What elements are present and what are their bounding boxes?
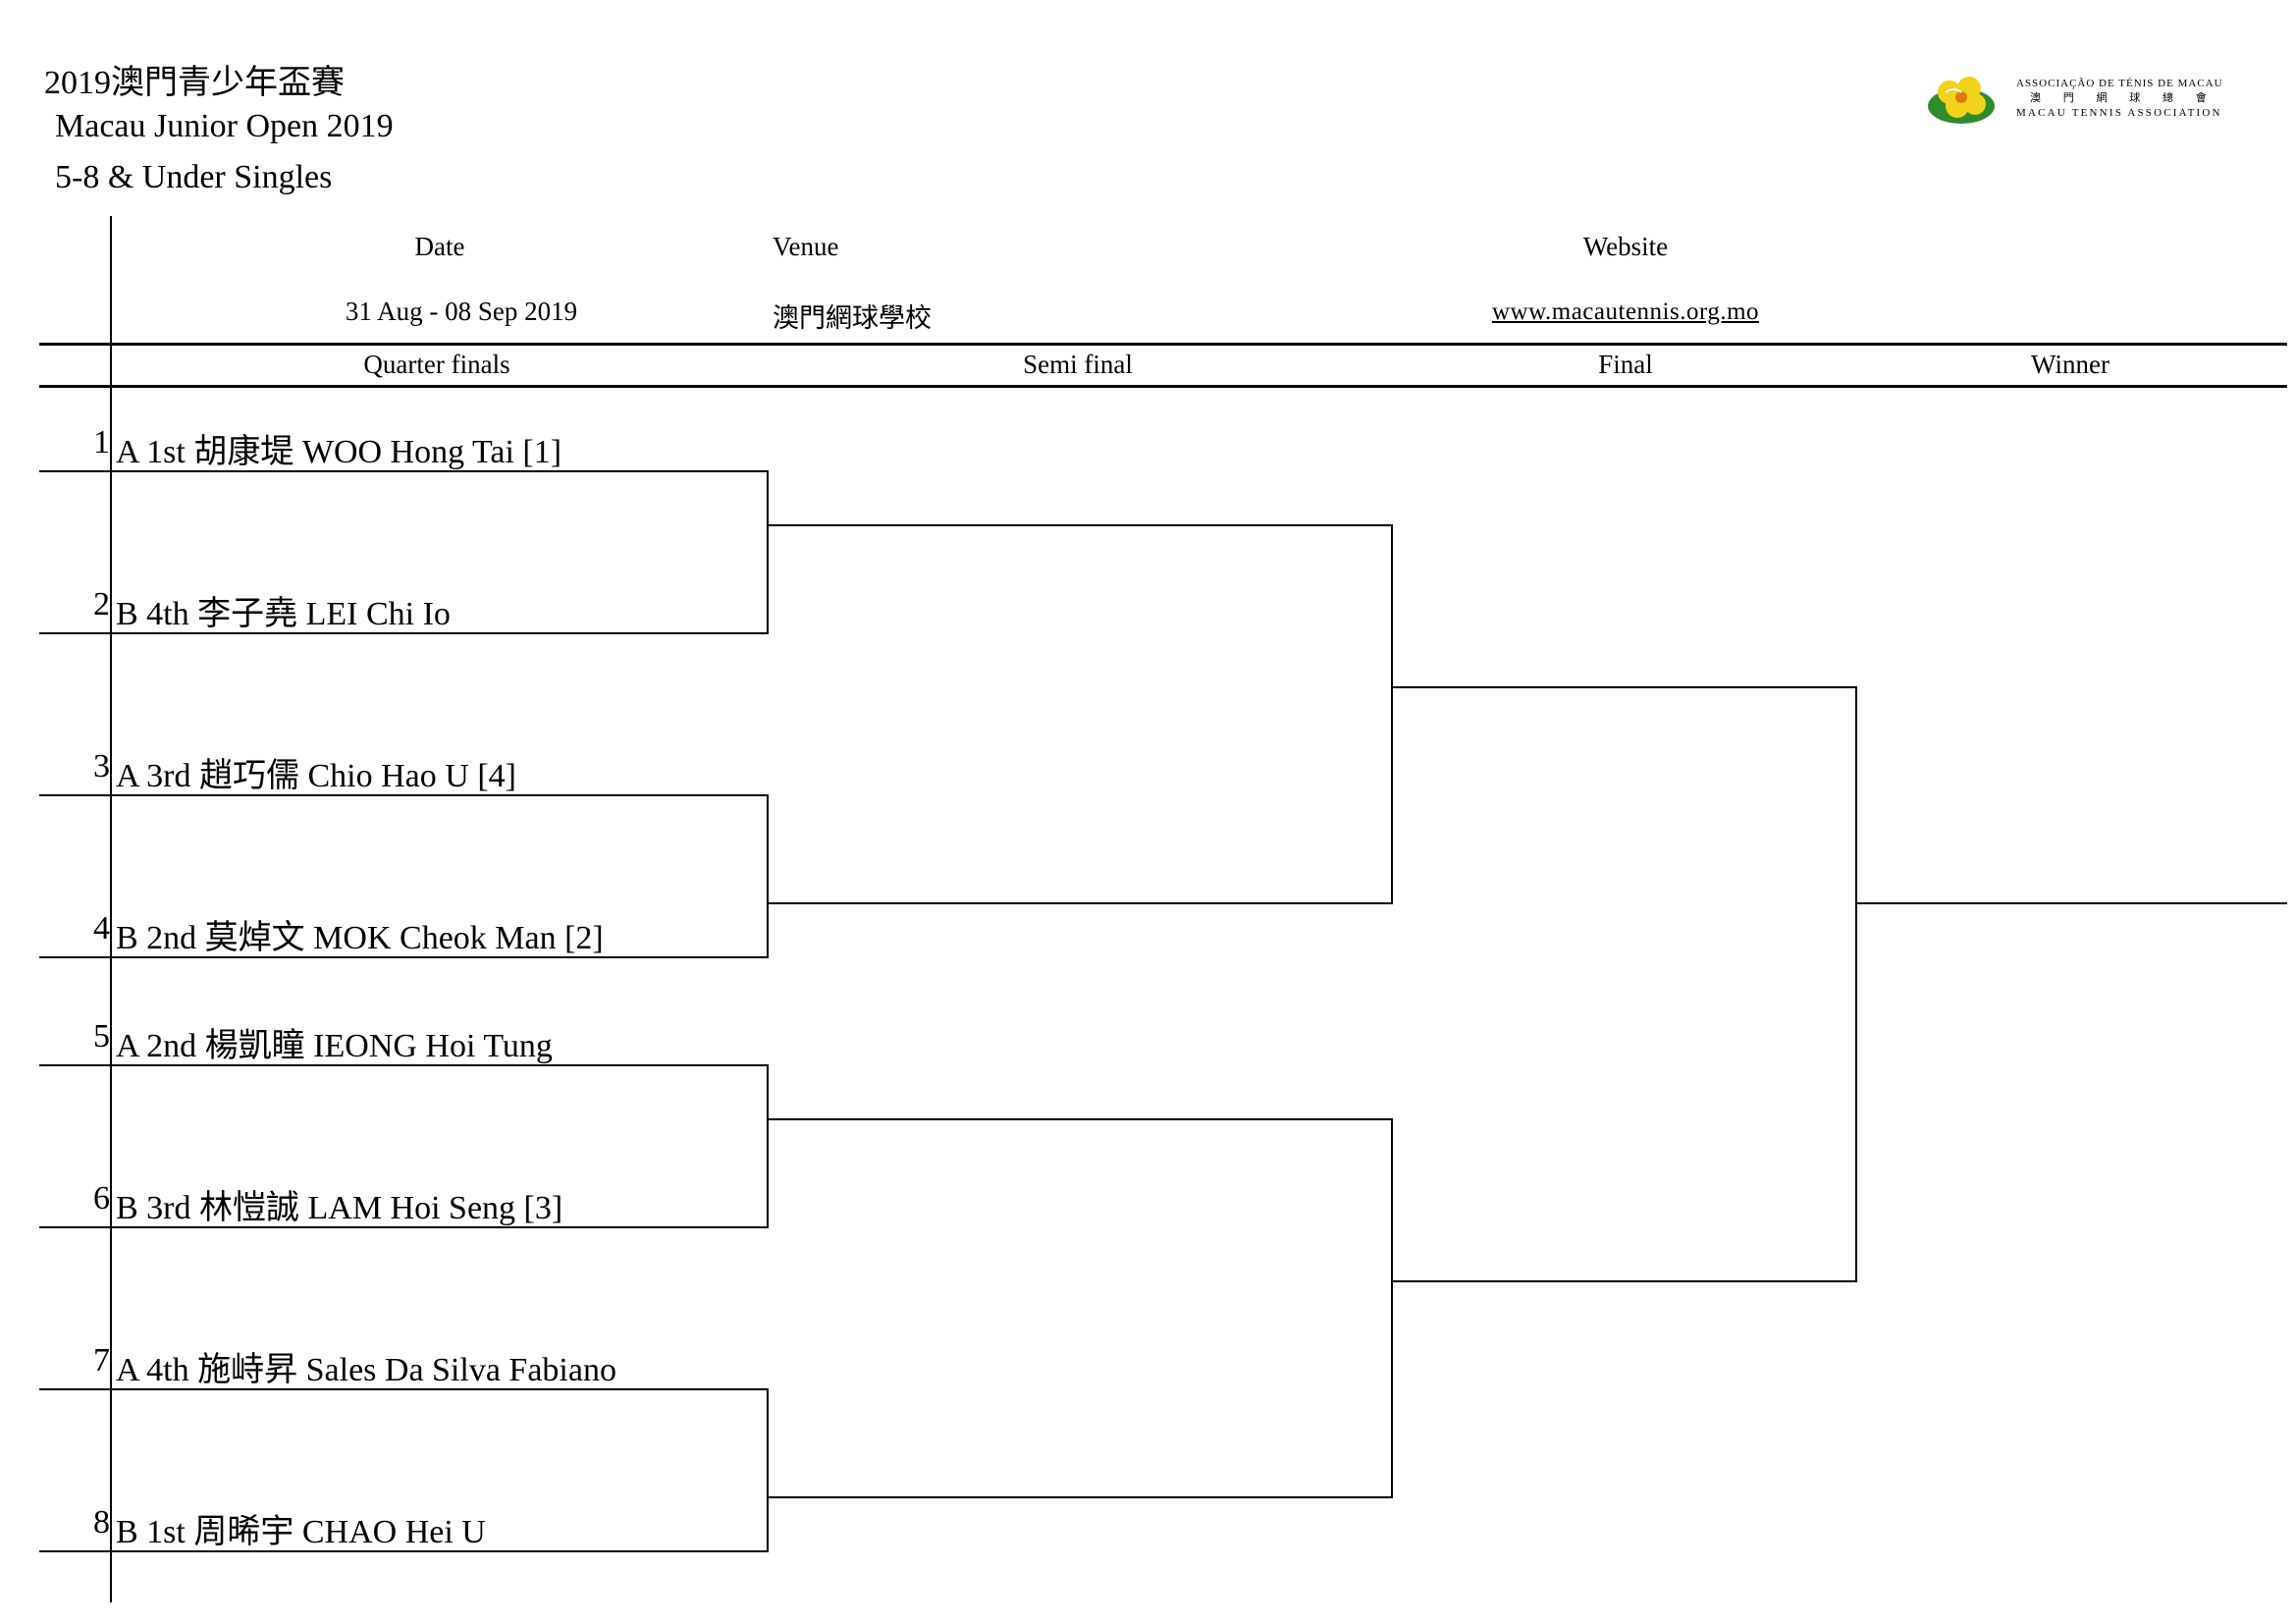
association-name-pt: ASSOCIAÇÃO DE TÉNIS DE MACAU — [2016, 78, 2223, 89]
round-header-bottom-rule — [39, 385, 2287, 388]
bracket-line — [39, 1064, 769, 1066]
draw-position: 1 — [93, 424, 110, 460]
draw-position: 3 — [93, 748, 110, 785]
draw-position: 4 — [93, 910, 110, 947]
bracket-line — [767, 902, 1393, 904]
title-chinese: 2019澳門青少年盃賽 — [44, 65, 345, 101]
bracket-line — [767, 1064, 769, 1228]
bracket-line — [767, 470, 769, 634]
draw-position: 6 — [93, 1180, 110, 1217]
bracket-line — [767, 1388, 769, 1552]
venue-label: Venue — [773, 232, 839, 261]
event-name: 5-8 & Under Singles — [55, 159, 333, 195]
venue-value: 澳門網球學校 — [773, 303, 932, 333]
association-name-en: MACAU TENNIS ASSOCIATION — [2016, 107, 2222, 119]
bracket-line — [767, 1118, 1393, 1120]
association-name-cn: 澳 門 網 球 總 會 — [2030, 92, 2216, 104]
bracket-line — [767, 794, 769, 958]
round-semi-final: Semi final — [1023, 350, 1133, 379]
bracket-line — [39, 794, 769, 796]
round-winner: Winner — [2031, 350, 2109, 379]
title-english: Macau Junior Open 2019 — [55, 108, 394, 144]
bracket-line — [1391, 524, 1393, 904]
bracket-line — [39, 1550, 769, 1552]
player-entry: B 1st 周晞宇 CHAO Hei U — [116, 1514, 486, 1550]
player-entry: A 2nd 楊凱瞳 IEONG Hoi Tung — [116, 1028, 553, 1064]
bracket-line — [1391, 686, 1857, 688]
player-entry: B 3rd 林愷誠 LAM Hoi Seng [3] — [116, 1190, 563, 1226]
round-header-top-rule — [39, 343, 2287, 346]
association-name: ASSOCIAÇÃO DE TÉNIS DE MACAU 澳 門 網 球 總 會… — [2016, 77, 2223, 121]
bracket-line — [39, 1226, 769, 1228]
association-logo — [1926, 71, 1997, 126]
winner-line — [1855, 902, 2287, 904]
draw-position: 5 — [93, 1018, 110, 1055]
player-entry: B 4th 李子堯 LEI Chi Io — [116, 596, 451, 632]
bracket-line — [39, 956, 769, 958]
player-entry: B 2nd 莫焯文 MOK Cheok Man [2] — [116, 920, 604, 956]
round-quarter-finals: Quarter finals — [363, 350, 510, 379]
draw-position: 8 — [93, 1504, 110, 1541]
bracket-line — [767, 524, 1393, 526]
date-label: Date — [414, 232, 465, 261]
player-entry: A 1st 胡康堤 WOO Hong Tai [1] — [116, 434, 562, 470]
bracket-line — [1391, 1280, 1857, 1282]
tennis-ball-flower-icon — [1928, 77, 1995, 124]
bracket-line — [39, 1388, 769, 1390]
left-rule — [110, 216, 112, 1602]
player-entry: A 4th 施峙昇 Sales Da Silva Fabiano — [116, 1352, 616, 1388]
website-label: Website — [1582, 232, 1669, 261]
player-entry: A 3rd 趙巧儒 Chio Hao U [4] — [116, 758, 516, 794]
date-value: 31 Aug - 08 Sep 2019 — [345, 297, 578, 326]
bracket-line — [767, 1496, 1393, 1498]
bracket-line — [39, 632, 769, 634]
website-link[interactable]: www.macautennis.org.mo — [1491, 298, 1760, 325]
draw-position: 7 — [93, 1342, 110, 1379]
bracket-line — [1391, 1118, 1393, 1498]
bracket-line — [39, 470, 769, 472]
bracket-line — [1855, 686, 1857, 1282]
round-final: Final — [1598, 350, 1653, 379]
draw-position: 2 — [93, 586, 110, 623]
